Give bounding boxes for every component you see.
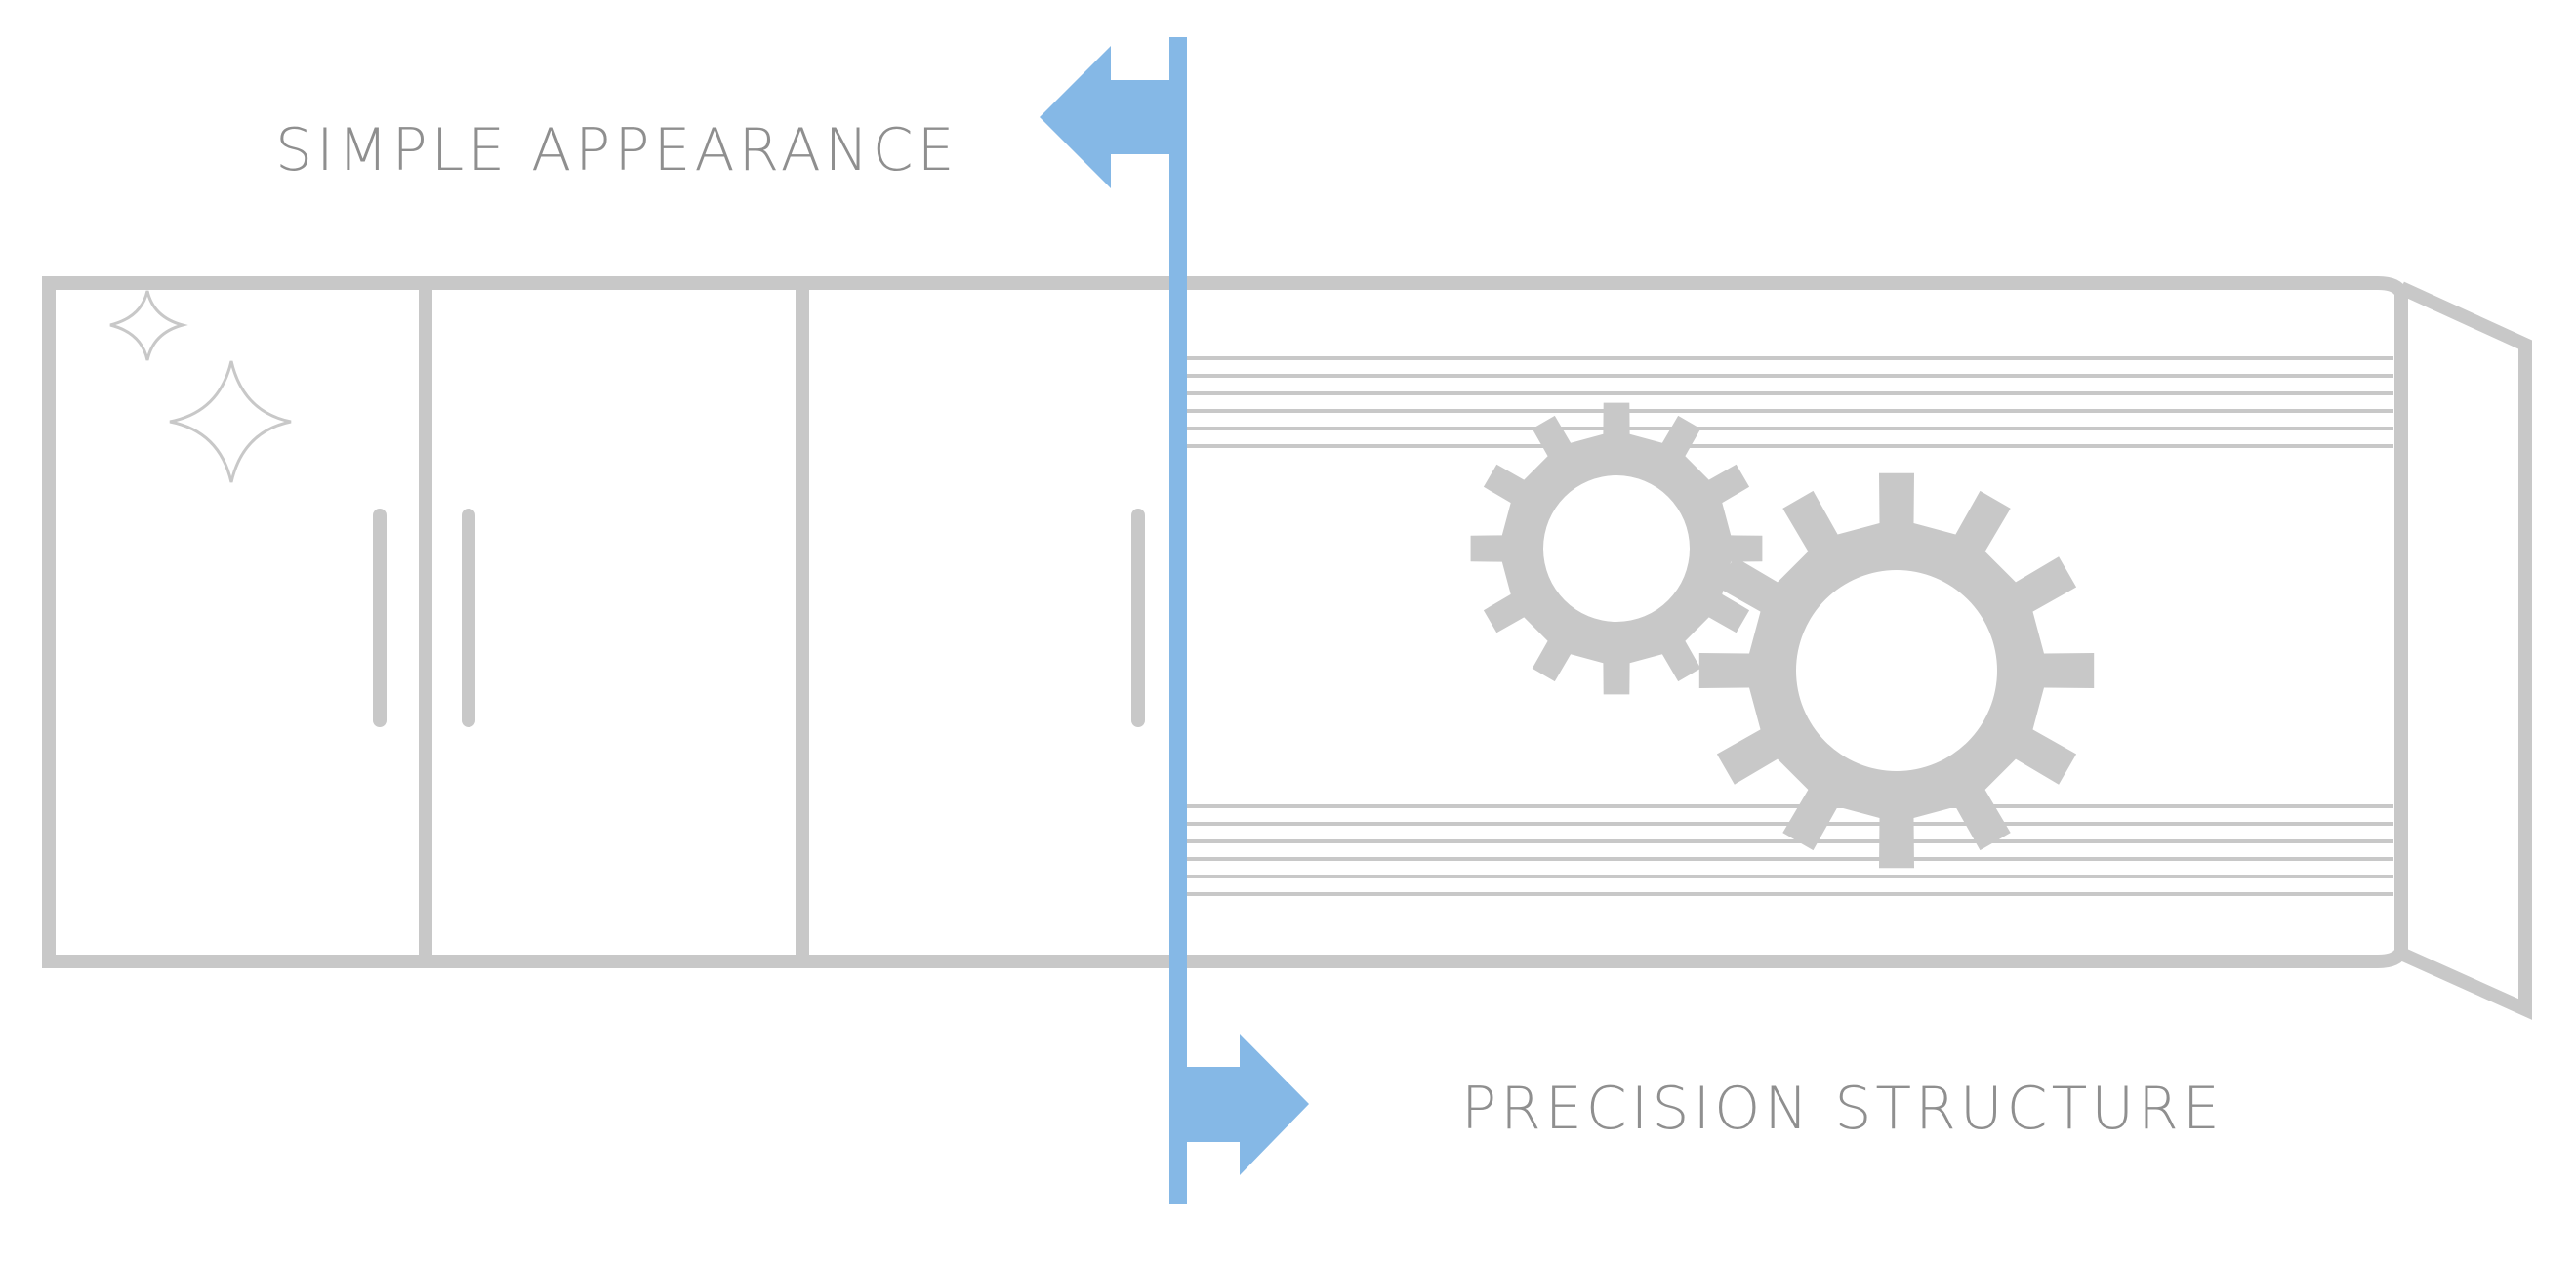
door-handles bbox=[373, 509, 1145, 727]
structure-lines-bottom bbox=[1187, 804, 2393, 896]
label-precision-structure: PRECISION STRUCTURE bbox=[1461, 1075, 2224, 1143]
sparkle-icon bbox=[109, 290, 188, 361]
arrow-left-icon bbox=[1040, 46, 1169, 188]
arrow-right-icon bbox=[1187, 1034, 1309, 1175]
cabinet-outline bbox=[42, 276, 2408, 968]
gear-icon bbox=[1470, 402, 1763, 695]
cabinet-side-panel bbox=[2398, 281, 2532, 1020]
gears bbox=[1470, 402, 2095, 869]
sparkle-icon bbox=[169, 360, 292, 483]
sparkle-icons bbox=[109, 290, 292, 483]
cabinet bbox=[42, 276, 2532, 1020]
label-simple-appearance: SIMPLE APPEARANCE bbox=[275, 116, 959, 184]
gear-icon bbox=[1698, 472, 2095, 869]
divider-indicator bbox=[1040, 37, 1309, 1204]
structure-lines-top bbox=[1187, 356, 2393, 448]
divider-line bbox=[1169, 37, 1187, 1204]
